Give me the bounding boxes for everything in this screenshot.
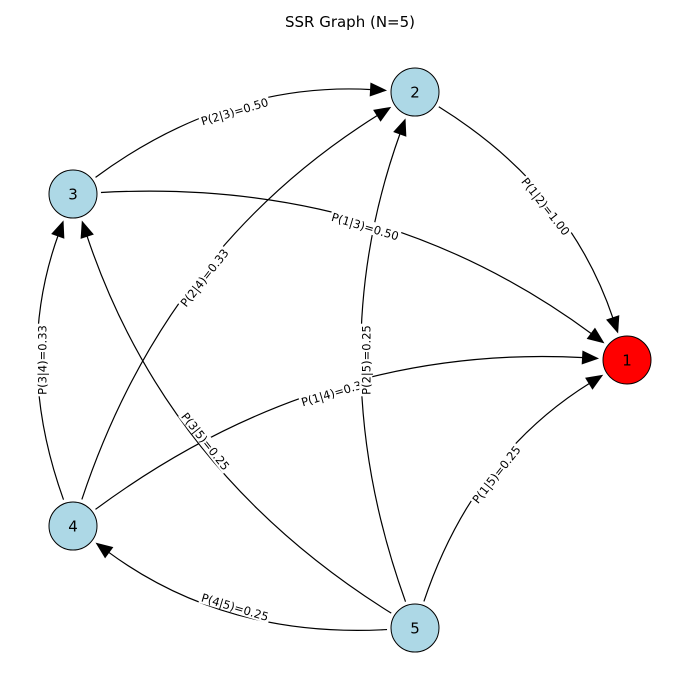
nodes-layer: 1 2 3 4 5 [48,67,652,653]
edge-label-2-to-1: P(1|2)=1.00 [518,175,572,238]
arrowhead-4-to-1 [581,350,600,365]
edge-label-5-to-1: P(1|5)=0.25 [469,443,523,506]
edge-label-group-5-to-4: P(4|5)=0.25 [198,590,272,624]
node-2: 2 [390,67,440,117]
edge-label-3-to-1: P(1|3)=0.50 [330,210,401,243]
arrowhead-5-to-1 [585,374,604,390]
edge-label-group-4-to-2: P(2|4)=0.33 [176,245,232,311]
edge-label-group-5-to-3: P(3|5)=0.25 [178,408,234,474]
edge-4-to-2 [81,114,379,500]
edge-label-background-5-to-1 [468,441,524,507]
edge-label-background-4-to-1 [298,375,372,409]
edge-label-5-to-3: P(3|5)=0.25 [178,410,232,473]
node-circle-4 [48,501,98,551]
arrowhead-5-to-2 [393,118,407,137]
edge-5-to-4 [107,551,388,631]
edge-label-group-5-to-2: P(2|5)=0.25 [359,323,373,397]
edge-label-background-5-to-3 [178,408,234,474]
node-label-5: 5 [410,620,420,638]
edge-label-background-5-to-2 [359,323,373,397]
arrowhead-4-to-2 [373,106,392,122]
graph-title: SSR Graph (N=5) [285,13,415,31]
edge-label-group-5-to-1: P(1|5)=0.25 [468,441,524,507]
arrowhead-4-to-3 [51,220,65,239]
edge-label-background-4-to-3 [35,323,49,397]
node-label-3: 3 [68,186,78,204]
edge-2-to-1 [438,106,614,320]
arrowhead-5-to-3 [80,220,94,239]
edges-layer [36,82,620,631]
edge-label-background-3-to-1 [328,209,402,243]
edge-3-to-1 [100,190,593,335]
node-circle-5 [390,603,440,653]
node-1: 1 [602,335,652,385]
node-label-2: 2 [410,84,420,102]
edge-label-group-3-to-2: P(2|3)=0.50 [197,94,272,128]
edge-labels-layer: P(1|2)=1.00 P(2|3)=0.50P(1|3)=0.50P(3|4)=… [35,94,574,624]
node-4: 4 [48,501,98,551]
arrowhead-3-to-2 [369,82,388,97]
edge-label-group-3-to-1: P(1|3)=0.50 [328,209,402,243]
edge-5-to-1 [423,382,591,602]
edge-label-5-to-2: P(2|5)=0.25 [359,325,373,395]
edge-label-background-2-to-1 [518,173,574,239]
edge-label-5-to-4: P(4|5)=0.25 [200,591,271,624]
edge-3-to-2 [95,88,372,178]
edge-label-group-2-to-1: P(1|2)=1.00 [518,173,574,239]
edge-4-to-1 [95,355,584,510]
node-circle-1 [602,335,652,385]
arrowhead-2-to-1 [606,315,620,334]
arrowhead-3-to-1 [586,327,605,344]
edge-5-to-3 [86,234,392,614]
node-label-1: 1 [622,352,632,370]
node-label-4: 4 [68,518,78,536]
edge-label-4-to-2: P(2|4)=0.33 [177,246,231,309]
edge-label-background-3-to-2 [197,94,272,128]
edge-label-4-to-3: P(3|4)=0.33 [36,325,50,395]
node-circle-3 [48,169,98,219]
node-3: 3 [48,169,98,219]
edge-label-background-5-to-4 [198,590,272,624]
edge-label-3-to-2: P(2|3)=0.50 [199,95,270,128]
edge-label-group-4-to-3: P(3|4)=0.33 [35,323,50,397]
node-circle-2 [390,67,440,117]
node-5: 5 [390,603,440,653]
edge-label-background-4-to-2 [176,245,232,311]
arrowhead-5-to-4 [95,542,114,559]
